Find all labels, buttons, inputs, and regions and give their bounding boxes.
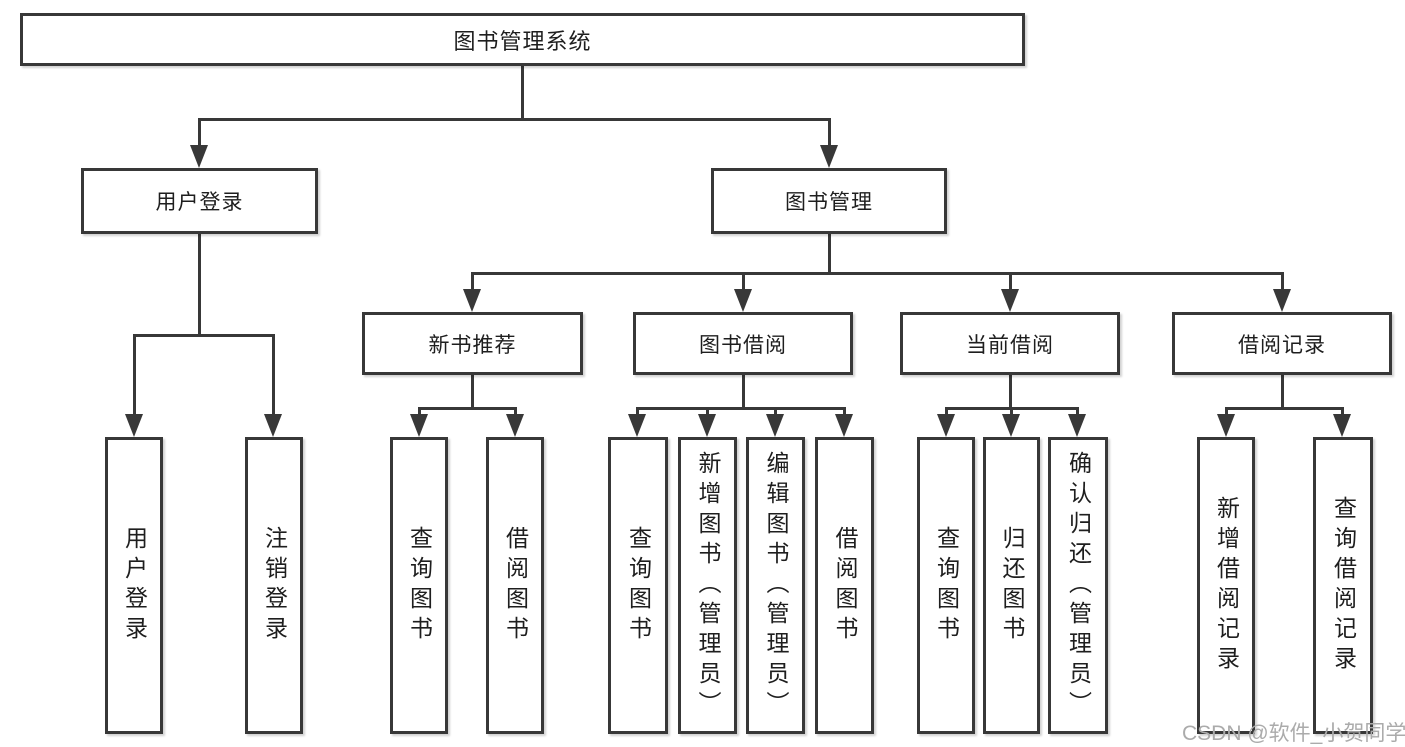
arrowhead-down-icon [734,289,752,312]
connector-line [418,407,421,419]
leaf-label: 新增借阅记录 [1213,495,1240,676]
connector-line [742,272,745,292]
connector-line [828,234,831,272]
node-library-management-system: 图书管理系统 [20,13,1025,66]
node-label: 新书推荐 [428,333,517,357]
connector-line [742,375,745,407]
connector-line [418,407,516,410]
connector-line [198,118,831,121]
node-book-management: 图书管理 [711,168,947,234]
connector-line [1281,272,1284,292]
connector-line [272,334,275,416]
connector-line [828,118,831,150]
connector-line [1009,375,1012,407]
connector-line [1341,407,1344,419]
leaf-return-books: 归还图书 [983,437,1040,734]
connector-line [1076,407,1079,419]
connector-line [706,407,709,419]
node-label: 图书管理 [785,191,873,214]
arrowhead-down-icon [190,145,208,168]
leaf-borrow-books-1: 借阅图书 [486,437,544,734]
arrowhead-down-icon [125,414,143,437]
arrowhead-down-icon [835,414,853,437]
arrowhead-down-icon [937,414,955,437]
node-user-login: 用户登录 [81,168,318,234]
leaf-label: 注销登录 [261,525,288,646]
connector-line [636,407,845,410]
node-label: 当前借阅 [966,333,1054,357]
connector-line [1225,407,1228,419]
connector-line [133,334,136,416]
connector-line [774,407,777,419]
arrowhead-down-icon [1068,414,1086,437]
connector-line [521,66,524,118]
leaf-query-borrow-record: 查询借阅记录 [1313,437,1373,734]
arrowhead-down-icon [506,414,524,437]
connector-line [198,118,201,150]
leaf-query-books-3: 查询图书 [917,437,975,734]
leaf-label: 确认归还（管理员） [1065,450,1092,721]
arrowhead-down-icon [1001,289,1019,312]
connector-line [471,272,474,292]
leaf-add-books-admin: 新增图书（管理员） [678,437,737,734]
connector-line [514,407,517,419]
watermark: CSDN @软件_小贺同学 [1182,722,1405,745]
leaf-label: 查询图书 [625,525,652,646]
connector-line [945,407,948,419]
arrowhead-down-icon [463,289,481,312]
connector-line [1010,407,1013,419]
leaf-label: 编辑图书（管理员） [763,450,789,721]
node-book-borrow: 图书借阅 [633,312,853,375]
arrowhead-down-icon [628,414,646,437]
leaf-query-books-2: 查询图书 [608,437,668,734]
arrowhead-down-icon [1273,289,1291,312]
node-label: 用户登录 [155,191,244,214]
arrowhead-down-icon [410,414,428,437]
leaf-borrow-books-2: 借阅图书 [815,437,874,734]
node-new-book-recommend: 新书推荐 [362,312,583,375]
connector-line [636,407,639,419]
arrowhead-down-icon [766,414,784,437]
connector-line [198,234,201,334]
arrowhead-down-icon [1217,414,1235,437]
node-label: 图书管理系统 [453,28,592,54]
connector-line [471,375,474,407]
arrowhead-down-icon [698,414,716,437]
leaf-logout: 注销登录 [245,437,303,734]
connector-line [471,272,1283,275]
connector-line [133,334,275,337]
connector-line [843,407,846,419]
arrowhead-down-icon [820,145,838,168]
node-label: 借阅记录 [1238,333,1326,357]
leaf-confirm-return-admin: 确认归还（管理员） [1048,437,1108,734]
node-borrow-records: 借阅记录 [1172,312,1392,375]
arrowhead-down-icon [1333,414,1351,437]
leaf-label: 查询图书 [933,525,960,646]
node-current-borrow: 当前借阅 [900,312,1120,375]
leaf-label: 查询图书 [406,525,433,646]
leaf-edit-books-admin: 编辑图书（管理员） [746,437,805,734]
leaf-label: 用户登录 [121,525,148,646]
node-label: 图书借阅 [699,333,787,357]
leaf-user-login: 用户登录 [105,437,163,734]
connector-line [1281,375,1284,407]
connector-line [1009,272,1012,292]
arrowhead-down-icon [1002,414,1020,437]
leaf-label: 归还图书 [999,525,1025,646]
leaf-add-borrow-record: 新增借阅记录 [1197,437,1255,734]
connector-line [1225,407,1343,410]
leaf-label: 借阅图书 [832,525,858,646]
leaf-label: 借阅图书 [502,525,529,646]
leaf-label: 新增图书（管理员） [695,450,721,721]
leaf-query-books-1: 查询图书 [390,437,448,734]
leaf-label: 查询借阅记录 [1330,495,1357,676]
arrowhead-down-icon [264,414,282,437]
